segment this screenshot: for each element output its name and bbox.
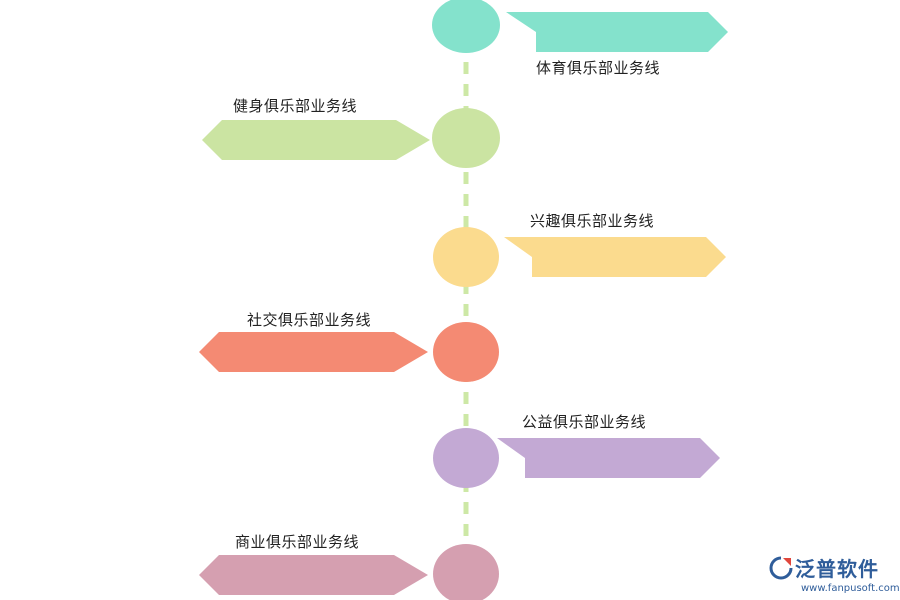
banner-arrow-business [199, 555, 428, 595]
label-interest-club-line: 兴趣俱乐部业务线 [530, 212, 655, 230]
label-sports-club-line: 体育俱乐部业务线 [536, 59, 661, 77]
banner-arrow-social [199, 332, 428, 372]
brand-watermark: 泛普软件 www.fanpusoft.com [768, 553, 900, 599]
banner-arrow-interest [504, 237, 726, 277]
label-social-club-line: 社交俱乐部业务线 [247, 311, 372, 329]
label-business-club-line: 商业俱乐部业务线 [235, 533, 360, 551]
brand-logo-icon [769, 556, 793, 580]
node-circle-business [433, 544, 499, 600]
node-circle-social [433, 322, 499, 382]
node-circle-sports [432, 0, 500, 53]
banner-arrow-sports [506, 12, 728, 52]
node-circle-interest [433, 227, 499, 287]
label-fitness-club-line: 健身俱乐部业务线 [233, 97, 358, 115]
brand-url: www.fanpusoft.com [801, 583, 900, 594]
brand-name: 泛普软件 [795, 557, 879, 581]
label-charity-club-line: 公益俱乐部业务线 [522, 413, 647, 431]
node-circle-fitness [432, 108, 500, 168]
banner-arrow-charity [497, 438, 720, 478]
node-circle-charity [433, 428, 499, 488]
banner-arrow-fitness [202, 120, 430, 160]
